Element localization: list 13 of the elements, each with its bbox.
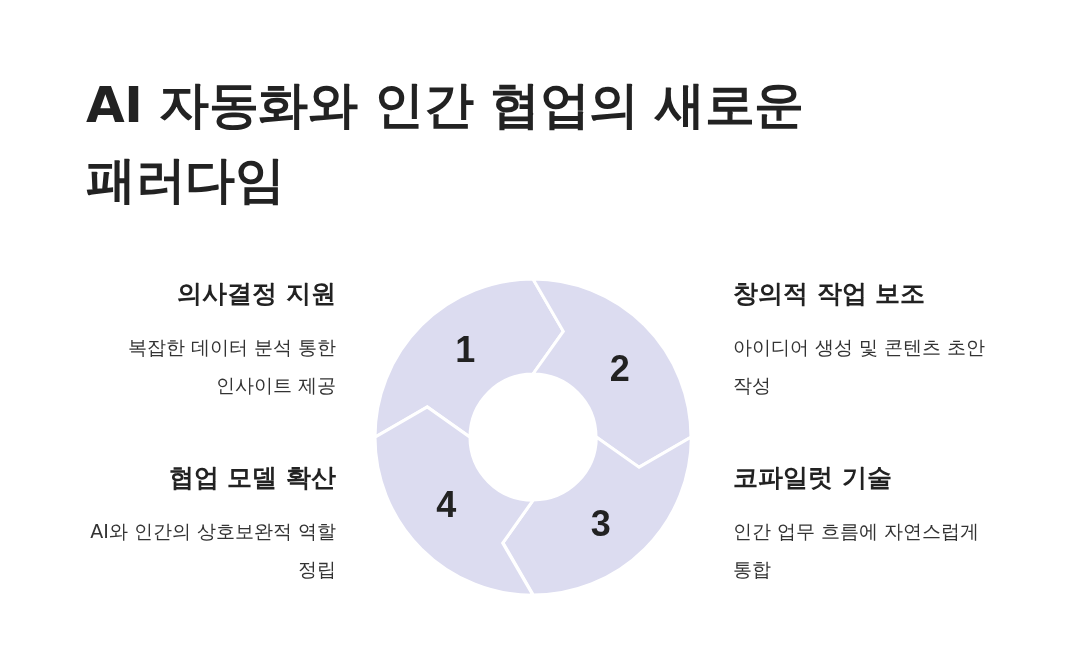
step-heading: 코파일럿 기술: [733, 462, 893, 494]
step-number: 3: [590, 505, 611, 542]
step-number: 4: [436, 486, 457, 523]
step-heading: 협업 모델 확산: [167, 462, 336, 494]
step-description: 복잡한 데이터 분석 통한 인사이트 제공: [126, 335, 336, 398]
step-description: AI와 인간의 상호보완적 역할 정립: [89, 519, 336, 582]
step-number: 1: [455, 332, 476, 369]
step-number: 2: [609, 351, 630, 388]
step-description: 아이디어 생성 및 콘텐츠 초안 작성: [733, 335, 987, 398]
step-heading: 의사결정 지원: [176, 278, 336, 310]
step-heading: 창의적 작업 보조: [733, 278, 927, 310]
title: AI 자동화와 인간 협업의 새로운 패러다임: [86, 75, 805, 211]
step-description: 인간 업무 흐름에 자연스럽게 통합: [733, 519, 981, 582]
